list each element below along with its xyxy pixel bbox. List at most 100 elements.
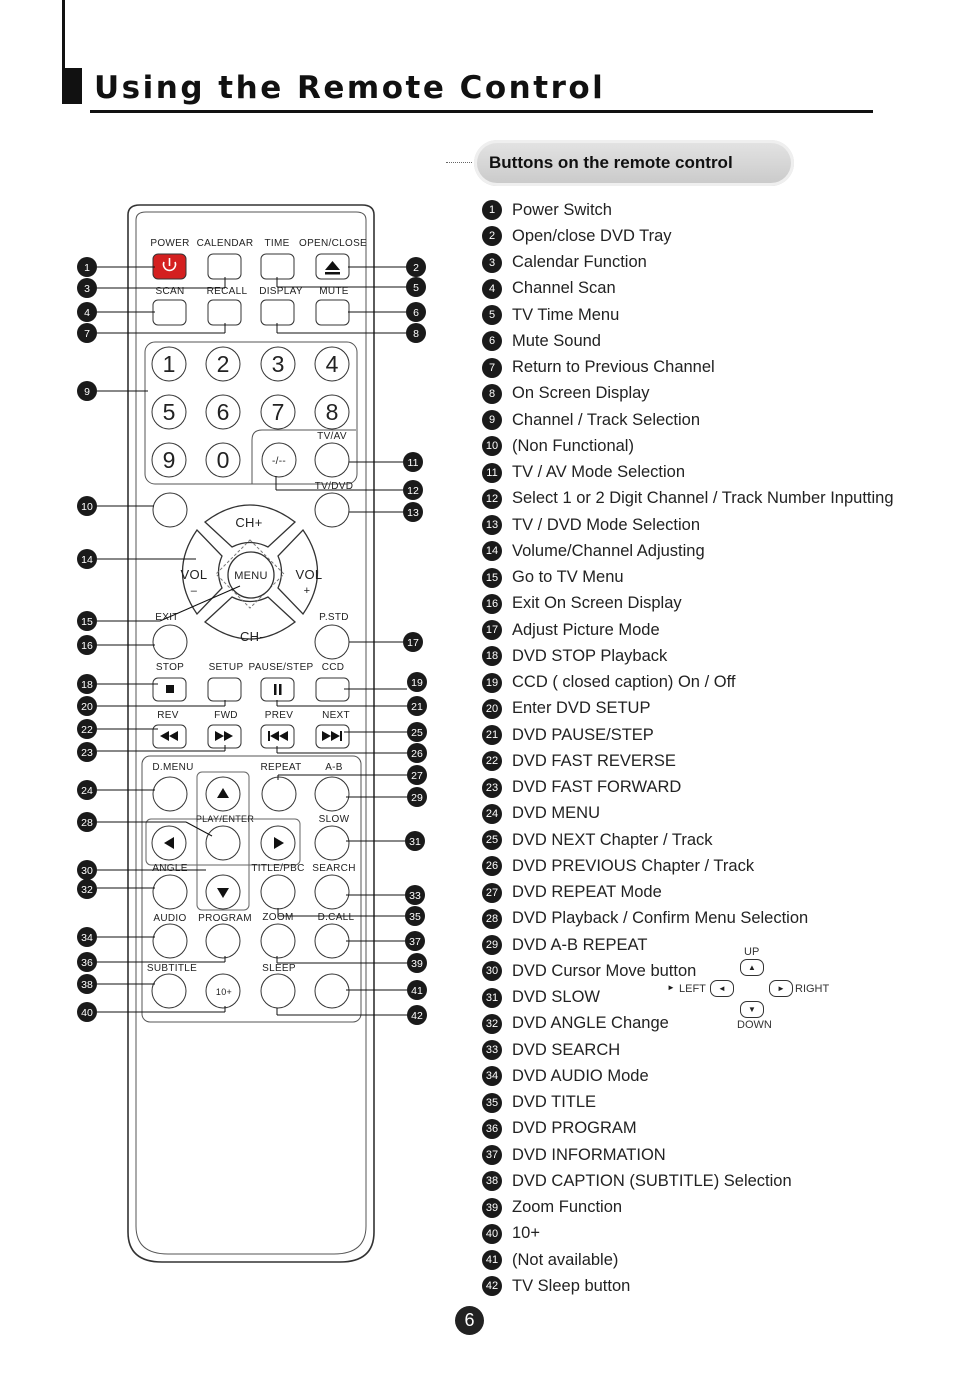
legend-text: Exit On Screen Display <box>512 594 682 613</box>
right-arrow-icon <box>274 837 284 849</box>
callout-number: 28 <box>81 817 93 829</box>
digit-1: 1 <box>163 351 176 377</box>
label-calendar: CALENDAR <box>197 238 254 249</box>
callout-number: 34 <box>81 932 93 944</box>
callout-number: 14 <box>81 554 93 566</box>
label-title-pbc: TITLE/PBC <box>251 863 304 874</box>
callout-number: 41 <box>411 985 423 997</box>
page-number: 6 <box>455 1306 484 1335</box>
callout-badge <box>77 952 97 972</box>
callout-number: 9 <box>84 386 90 398</box>
legend-number-badge: 28 <box>482 908 502 929</box>
digit-5: 5 <box>163 399 176 425</box>
callout-number: 37 <box>409 936 421 948</box>
callout-badge <box>77 812 97 832</box>
header-side-block <box>62 68 82 104</box>
label-tv-av: TV/AV <box>317 431 347 442</box>
callout-number: 3 <box>84 283 90 295</box>
cursor-left-icon: ◄ <box>710 980 734 997</box>
legend-text: DVD REPEAT Mode <box>512 883 662 902</box>
title-underline <box>90 110 873 113</box>
legend-number-badge: 25 <box>482 830 502 851</box>
section-heading: Buttons on the remote control <box>489 153 733 172</box>
callout-badge <box>407 743 427 763</box>
label-search: SEARCH <box>312 863 355 874</box>
legend-number-badge: 35 <box>482 1092 502 1113</box>
callout-number: 2 <box>413 262 419 274</box>
legend-text: CCD ( closed caption) On / Off <box>512 673 736 692</box>
callout-number: 15 <box>81 616 93 628</box>
legend-text: Channel Scan <box>512 279 616 298</box>
label-play-enter: PLAY/ENTER <box>196 814 255 824</box>
down-arrow-icon <box>217 888 229 898</box>
digit-0: 0 <box>217 447 230 473</box>
callout-badge <box>77 323 97 343</box>
label-mute: MUTE <box>319 286 349 297</box>
callout-number: 10 <box>81 501 93 513</box>
callout-number: 12 <box>407 485 419 497</box>
label-d-menu: D.MENU <box>152 762 193 773</box>
callout-badge <box>77 719 97 739</box>
legend-text: (Not available) <box>512 1250 619 1269</box>
callout-number: 20 <box>81 701 93 713</box>
digit-8: 8 <box>326 399 339 425</box>
legend-number-badge: 8 <box>482 383 502 404</box>
callout-badge <box>403 452 423 472</box>
legend-number-badge: 11 <box>482 462 502 483</box>
cursor-up-icon: ▲ <box>740 959 764 976</box>
power-icon <box>162 258 177 272</box>
label-next: NEXT <box>322 710 350 721</box>
digit-4: 4 <box>326 351 339 377</box>
legend-item: 41(Not available) <box>482 1247 894 1273</box>
legend-number-badge: 22 <box>482 751 502 772</box>
legend-number-badge: 5 <box>482 305 502 326</box>
remote-body-inner <box>135 211 367 1255</box>
digit-6: 6 <box>217 399 230 425</box>
tv-dvd-button <box>314 492 350 528</box>
callout-badge <box>407 1005 427 1025</box>
callout-number: 25 <box>411 727 423 739</box>
callout-number: 31 <box>409 836 421 848</box>
callout-badge <box>77 1002 97 1022</box>
label-angle: ANGLE <box>152 863 187 874</box>
legend-text: Go to TV Menu <box>512 568 624 587</box>
label-vol-plus: + <box>304 585 311 597</box>
label-slow: SLOW <box>319 814 350 825</box>
legend-text: Volume/Channel Adjusting <box>512 541 705 560</box>
callout-badge <box>407 696 427 716</box>
p-std-button <box>314 624 350 660</box>
callout-badge <box>407 672 427 692</box>
d-menu-button <box>152 776 188 812</box>
label-ten-plus: 10+ <box>216 987 232 997</box>
legend-text: DVD PREVIOUS Chapter / Track <box>512 856 755 875</box>
legend-number-badge: 34 <box>482 1066 502 1087</box>
cursor-down-label: DOWN <box>737 1019 772 1031</box>
legend-number-badge: 10 <box>482 436 502 457</box>
callout-number: 17 <box>407 637 419 649</box>
legend-number-badge: 18 <box>482 646 502 667</box>
legend-number-badge: 31 <box>482 987 502 1008</box>
legend-text: DVD CAPTION (SUBTITLE) Selection <box>512 1171 792 1190</box>
fast-forward-icon <box>215 731 233 741</box>
display-button <box>260 299 295 326</box>
callout-badge <box>405 931 425 951</box>
legend-number-badge: 42 <box>482 1276 502 1297</box>
legend-number-badge: 26 <box>482 856 502 877</box>
label-p-std: P.STD <box>319 612 349 623</box>
callout-number: 30 <box>81 865 93 877</box>
